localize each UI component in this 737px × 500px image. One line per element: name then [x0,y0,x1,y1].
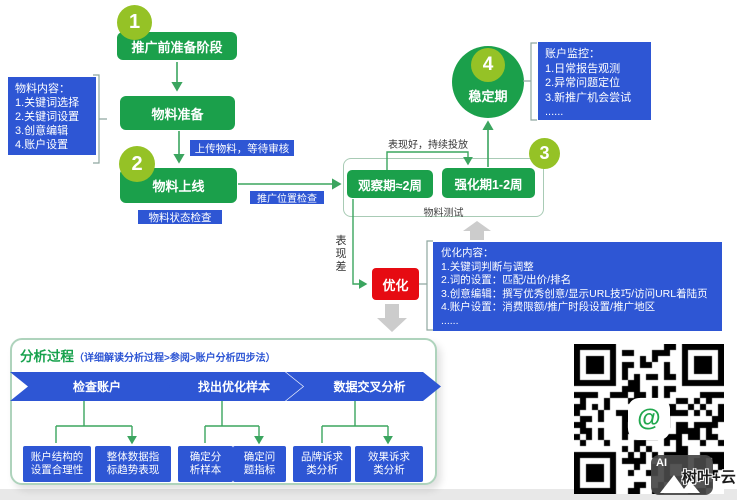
stage1-number-badge: 1 [117,5,152,40]
analysis-subtitle: （详细解读分析过程>参阅>账户分析四步法） [74,353,276,364]
prepare-box: 物料准备 [120,96,235,130]
observe-box: 观察期≈2周 [347,170,433,198]
position-check-label: 推广位置检查 [250,191,324,205]
step-cross-analysis: 数据交叉分析 [286,372,441,401]
stage4-number-badge: 4 [471,48,505,82]
image-placeholder: AI [651,455,713,495]
analysis-box-trend: 整体数据指标趋势表现 [95,446,171,482]
step-find-samples: 找出优化样本 [153,372,303,401]
materials-info-box: 物料内容： 1.关键词选择 2.关键词设置 3.创意编辑 4.账户设置 [8,77,96,155]
analysis-box-problem: 确定问题指标 [233,446,286,482]
analysis-title: 分析过程 [20,349,74,364]
upload-review-label: 上传物料，等待审核 [190,140,294,156]
monitor-info-title: 账户监控： [545,48,600,60]
stage2-number-badge: 2 [119,146,155,182]
status-check-label: 物料状态检查 [138,210,222,224]
mountain-icon [660,470,700,493]
optimize-box: 优化 [372,268,419,300]
optimize-detail-title: 优化内容： [441,247,494,259]
strengthen-box: 强化期1-2周 [442,168,535,198]
analysis-box-sample: 确定分析样本 [178,446,233,482]
stable-stage-label: 稳定期 [468,89,508,104]
material-test-label: 物料测试 [423,208,464,219]
bad-performance-label: 表现差 [335,235,347,273]
materials-info-title: 物料内容： [15,83,70,95]
good-performance-label: 表现好，持续投放 [388,140,468,151]
image-placeholder-label: AI [656,457,667,469]
bottom-strip [0,489,737,500]
stage3-number-badge: 3 [529,138,560,169]
watermark-text: 树叶+云 [682,469,736,486]
at-icon: @ [637,405,661,432]
analysis-box-effect: 效果诉求类分析 [355,446,423,482]
analysis-box-structure: 账户结构的设置合理性 [23,446,91,482]
qr-center-logo: @ [630,400,668,438]
optimize-detail-box: 优化内容： 1.关键词判断与调整 2.词的设置：匹配/出价/排名 3.创意编辑：… [433,242,722,331]
analysis-title-row: 分析过程（详细解读分析过程>参阅>账户分析四步法） [20,345,276,366]
step-check-account: 检查账户 [10,372,172,401]
analysis-box-brand: 品牌诉求类分析 [293,446,351,482]
monitor-info-box: 账户监控： 1.日常报告观测 2.异常问题定位 3.新推广机会尝试 ...... [538,42,651,120]
